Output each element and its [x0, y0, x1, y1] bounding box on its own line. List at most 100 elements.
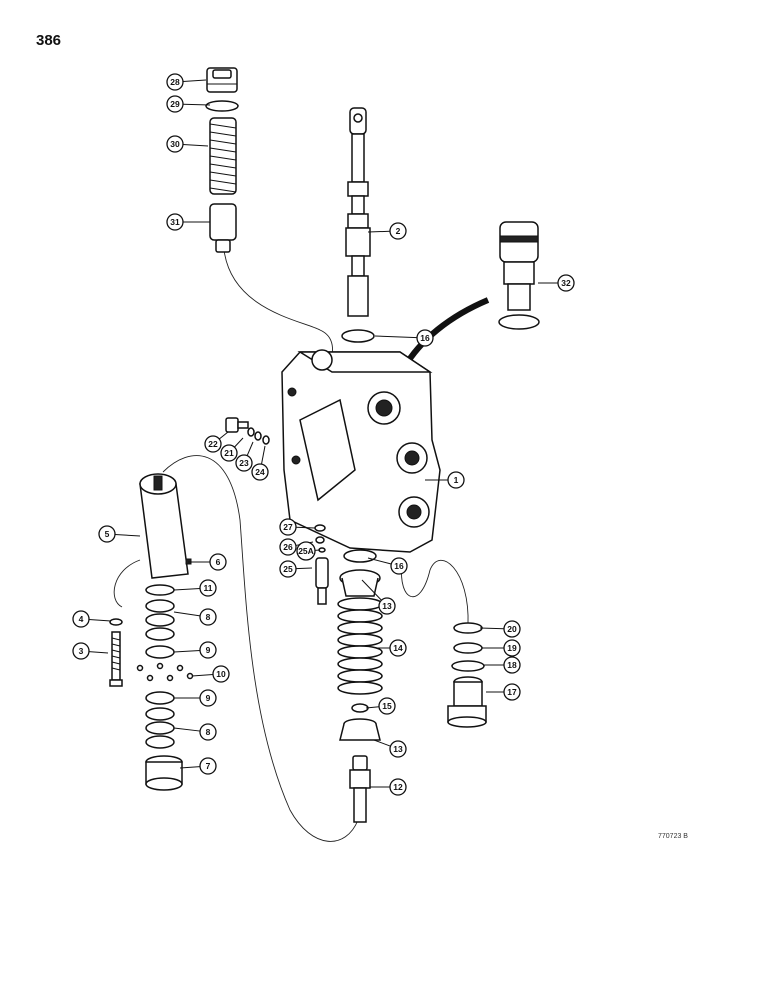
part-29-o-ring — [206, 101, 238, 111]
callout-leader-line — [296, 568, 312, 569]
callout-leader-line — [234, 438, 243, 447]
callout-label: 13 — [382, 601, 392, 611]
callout-18: 18 — [484, 657, 520, 673]
callout-5: 5 — [99, 526, 140, 542]
part-8-washers-lower — [146, 708, 174, 748]
part-12-bolt — [350, 756, 370, 822]
callout-9: 9 — [174, 642, 216, 658]
callout-label: 32 — [561, 278, 571, 288]
callout-leader-line — [180, 767, 200, 768]
callout-25: 25 — [280, 561, 312, 577]
part-16-o-ring-lower — [344, 550, 376, 562]
callout-label: 9 — [206, 645, 211, 655]
callout-label: 7 — [206, 761, 211, 771]
callout-label: 17 — [507, 687, 517, 697]
part-20-o-ring — [454, 623, 482, 633]
callout-4: 4 — [73, 611, 111, 627]
callout-leader-line — [89, 620, 111, 621]
part-2-spool — [346, 108, 370, 316]
callout-leader-line — [174, 588, 200, 590]
callout-leader-line — [219, 432, 228, 439]
callout-label: 8 — [206, 727, 211, 737]
callout-label: 27 — [283, 522, 293, 532]
callout-leader-line — [183, 144, 208, 146]
callout-label: 10 — [216, 669, 226, 679]
callout-label: 2 — [396, 226, 401, 236]
callout-label: 25 — [283, 564, 293, 574]
part-18-o-ring — [452, 661, 484, 671]
callout-label: 24 — [255, 467, 265, 477]
callout-leader-line — [115, 534, 140, 536]
part-9-disc-upper — [146, 646, 174, 658]
callout-label: 15 — [382, 701, 392, 711]
callout-label: 18 — [507, 660, 517, 670]
callout-label: 14 — [393, 643, 403, 653]
callout-11: 11 — [174, 580, 216, 596]
part-10-balls — [138, 664, 193, 681]
callout-label: 26 — [283, 542, 293, 552]
drawing-code: 770723 B — [658, 833, 688, 840]
callout-label: 5 — [105, 529, 110, 539]
callout-17: 17 — [486, 684, 520, 700]
part-8-washers-upper — [146, 600, 174, 640]
callout-30: 30 — [167, 136, 208, 152]
callout-13: 13 — [374, 740, 406, 757]
part-31-poppet — [210, 204, 236, 252]
callout-label: 21 — [224, 448, 234, 458]
callout-32: 32 — [538, 275, 574, 291]
callout-leader-line — [174, 650, 200, 652]
part-13-spring-seat-lower — [340, 719, 380, 740]
callout-leader-line — [247, 442, 253, 456]
part-32-relief-valve — [499, 222, 539, 329]
callout-label: 6 — [216, 557, 221, 567]
callout-12: 12 — [370, 779, 406, 795]
callout-9: 9 — [174, 690, 216, 706]
part-30-spring — [210, 118, 236, 194]
part-17-plug — [448, 677, 486, 727]
callout-leader-line — [183, 80, 206, 81]
callout-2: 2 — [368, 223, 406, 239]
callout-label: 4 — [79, 614, 84, 624]
callout-3: 3 — [73, 643, 108, 659]
callout-label: 12 — [393, 782, 403, 792]
callout-19: 19 — [482, 640, 520, 656]
callout-label: 31 — [170, 217, 180, 227]
callout-6: 6 — [188, 554, 226, 570]
callout-leader-line — [368, 231, 390, 232]
callout-leader-line — [374, 740, 391, 746]
part-22-plug — [226, 418, 248, 432]
part-26-ring — [316, 537, 324, 543]
callout-label: 3 — [79, 646, 84, 656]
callout-23: 23 — [236, 442, 253, 471]
callout-7: 7 — [180, 758, 216, 774]
callout-29: 29 — [167, 96, 210, 112]
callout-25A: 25A — [297, 542, 320, 560]
part-1-valve-body — [282, 350, 440, 552]
callout-leader-line — [480, 628, 504, 629]
callout-8: 8 — [174, 724, 216, 740]
callout-leader-line — [192, 675, 213, 676]
callout-label: 16 — [394, 561, 404, 571]
assembly-path-line — [402, 560, 469, 625]
callout-label: 29 — [170, 99, 180, 109]
part-11-ring — [146, 585, 174, 595]
callout-28: 28 — [167, 74, 206, 90]
callout-label: 22 — [208, 439, 218, 449]
part-14-spring — [338, 598, 382, 694]
callout-8: 8 — [174, 609, 216, 625]
callout-label: 11 — [204, 583, 213, 593]
callout-label: 19 — [507, 643, 517, 653]
part-24-o-ring — [263, 436, 269, 444]
callout-label: 1 — [454, 475, 459, 485]
page-number: 386 — [36, 32, 61, 49]
callout-label: 8 — [206, 612, 211, 622]
part-15-washer — [352, 704, 368, 712]
callout-leader-line — [174, 728, 200, 731]
part-21-o-ring — [248, 428, 254, 436]
callout-label: 30 — [170, 139, 180, 149]
callout-label: 23 — [239, 458, 249, 468]
callout-24: 24 — [252, 446, 268, 480]
part-28-plug — [207, 68, 237, 92]
